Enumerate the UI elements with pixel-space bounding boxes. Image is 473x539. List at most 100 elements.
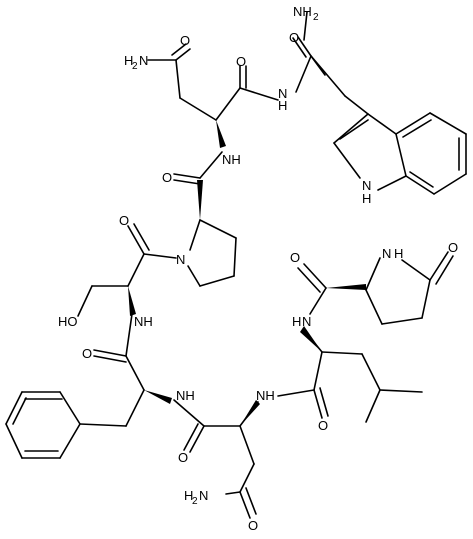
bond	[405, 175, 435, 195]
bond	[401, 259, 431, 281]
asn1-side-oxygen-label: O	[180, 33, 190, 48]
wedge-bond	[240, 400, 260, 426]
bond	[179, 97, 217, 121]
bond	[199, 275, 235, 287]
bond	[303, 11, 308, 41]
bond	[189, 219, 201, 251]
wedge-bond	[326, 284, 366, 290]
stereo-wedges	[128, 120, 366, 426]
bond	[215, 87, 241, 121]
bond	[309, 287, 327, 315]
amide-nh2-label: NH	[293, 4, 312, 19]
bond	[173, 179, 201, 185]
asn1-nh2-subscript: 2	[132, 61, 138, 72]
bond	[59, 423, 81, 459]
pyroglu-carbonyl-oxygen-label: O	[290, 250, 300, 265]
bond	[395, 133, 407, 177]
bond	[295, 55, 312, 93]
bond	[277, 389, 315, 397]
indole-h-label: H	[362, 191, 371, 206]
bond	[377, 175, 407, 191]
bond	[339, 119, 369, 140]
pyroglu-ring-oxygen-label: O	[448, 240, 458, 255]
bond	[127, 225, 145, 255]
bond	[379, 389, 423, 393]
asn2-backbone-oxygen-label: O	[178, 450, 188, 465]
bond	[133, 223, 150, 251]
bond	[365, 389, 381, 423]
trp-nh-h-label: H	[278, 98, 287, 113]
bond	[175, 59, 181, 99]
bond	[365, 257, 381, 291]
asn1-nh2-n-label: N	[139, 53, 148, 68]
bond	[127, 253, 145, 287]
bond	[173, 173, 201, 179]
bond	[173, 399, 205, 427]
bond	[175, 48, 191, 61]
amide-nh2-subscript: 2	[313, 12, 319, 23]
bond	[310, 55, 346, 97]
bond	[187, 265, 201, 287]
bond-lines	[5, 11, 467, 519]
bond	[239, 491, 251, 519]
bond	[435, 255, 454, 285]
leu-nh-h-label: H	[292, 314, 301, 329]
bond	[292, 37, 307, 58]
bond	[189, 425, 205, 453]
ser-hydroxyl-label: HO	[58, 314, 78, 329]
asn2-nh2-subscript: 2	[192, 496, 198, 507]
bond	[199, 219, 237, 239]
bond	[239, 87, 279, 101]
wedge-bond	[216, 120, 226, 148]
trp-amide-oxygen-label: O	[289, 30, 299, 45]
indole-n-label: N	[362, 178, 371, 193]
bond	[143, 253, 177, 259]
bond	[333, 113, 369, 144]
bond	[239, 425, 255, 465]
leu-carbonyl-oxygen-label: O	[318, 418, 328, 433]
ser-nh-label: NH	[134, 314, 153, 329]
pyroglu-nh-n-label: N	[382, 246, 391, 261]
bond	[233, 237, 237, 277]
phe-carbonyl-oxygen-label: O	[82, 346, 92, 361]
bond	[225, 491, 241, 495]
bond	[333, 142, 361, 179]
wedge-bond	[128, 286, 136, 316]
bond	[93, 355, 127, 363]
asn2-side-oxygen-label: O	[248, 518, 258, 533]
phe-nh-label: NH	[176, 388, 195, 403]
bond	[77, 285, 93, 317]
asn1-nh2-h-label: H	[124, 53, 133, 68]
bond	[239, 463, 255, 493]
bond	[297, 267, 321, 293]
wedge-bond	[144, 390, 172, 404]
bond	[433, 173, 467, 195]
trp-nh-n-label: N	[278, 86, 287, 101]
bond	[429, 112, 467, 135]
bond	[303, 263, 327, 289]
bond	[313, 351, 323, 391]
bond	[409, 171, 434, 188]
bond	[183, 423, 199, 451]
bond	[421, 279, 431, 319]
ser-carbonyl-oxygen-label: O	[119, 213, 129, 228]
bond	[125, 313, 133, 357]
asn2-nh2-n-label: N	[199, 488, 208, 503]
bond	[429, 251, 449, 281]
bond	[319, 387, 329, 417]
atom-labels: NH 2 O H N 2 O O H N NH O N H O N O N H …	[58, 4, 458, 533]
asn2-nh2-h-label: H	[184, 488, 193, 503]
bond	[199, 151, 223, 179]
bond	[313, 389, 323, 419]
asn2-nh-label: NH	[256, 388, 275, 403]
wedge-bond	[197, 180, 203, 220]
bond	[297, 36, 312, 57]
bond	[365, 289, 383, 325]
bond	[344, 95, 369, 115]
bond	[245, 487, 257, 515]
wedge-bond	[300, 326, 322, 352]
leu-nh-n-label: N	[302, 314, 311, 329]
bond	[171, 43, 187, 56]
bond	[12, 397, 27, 425]
